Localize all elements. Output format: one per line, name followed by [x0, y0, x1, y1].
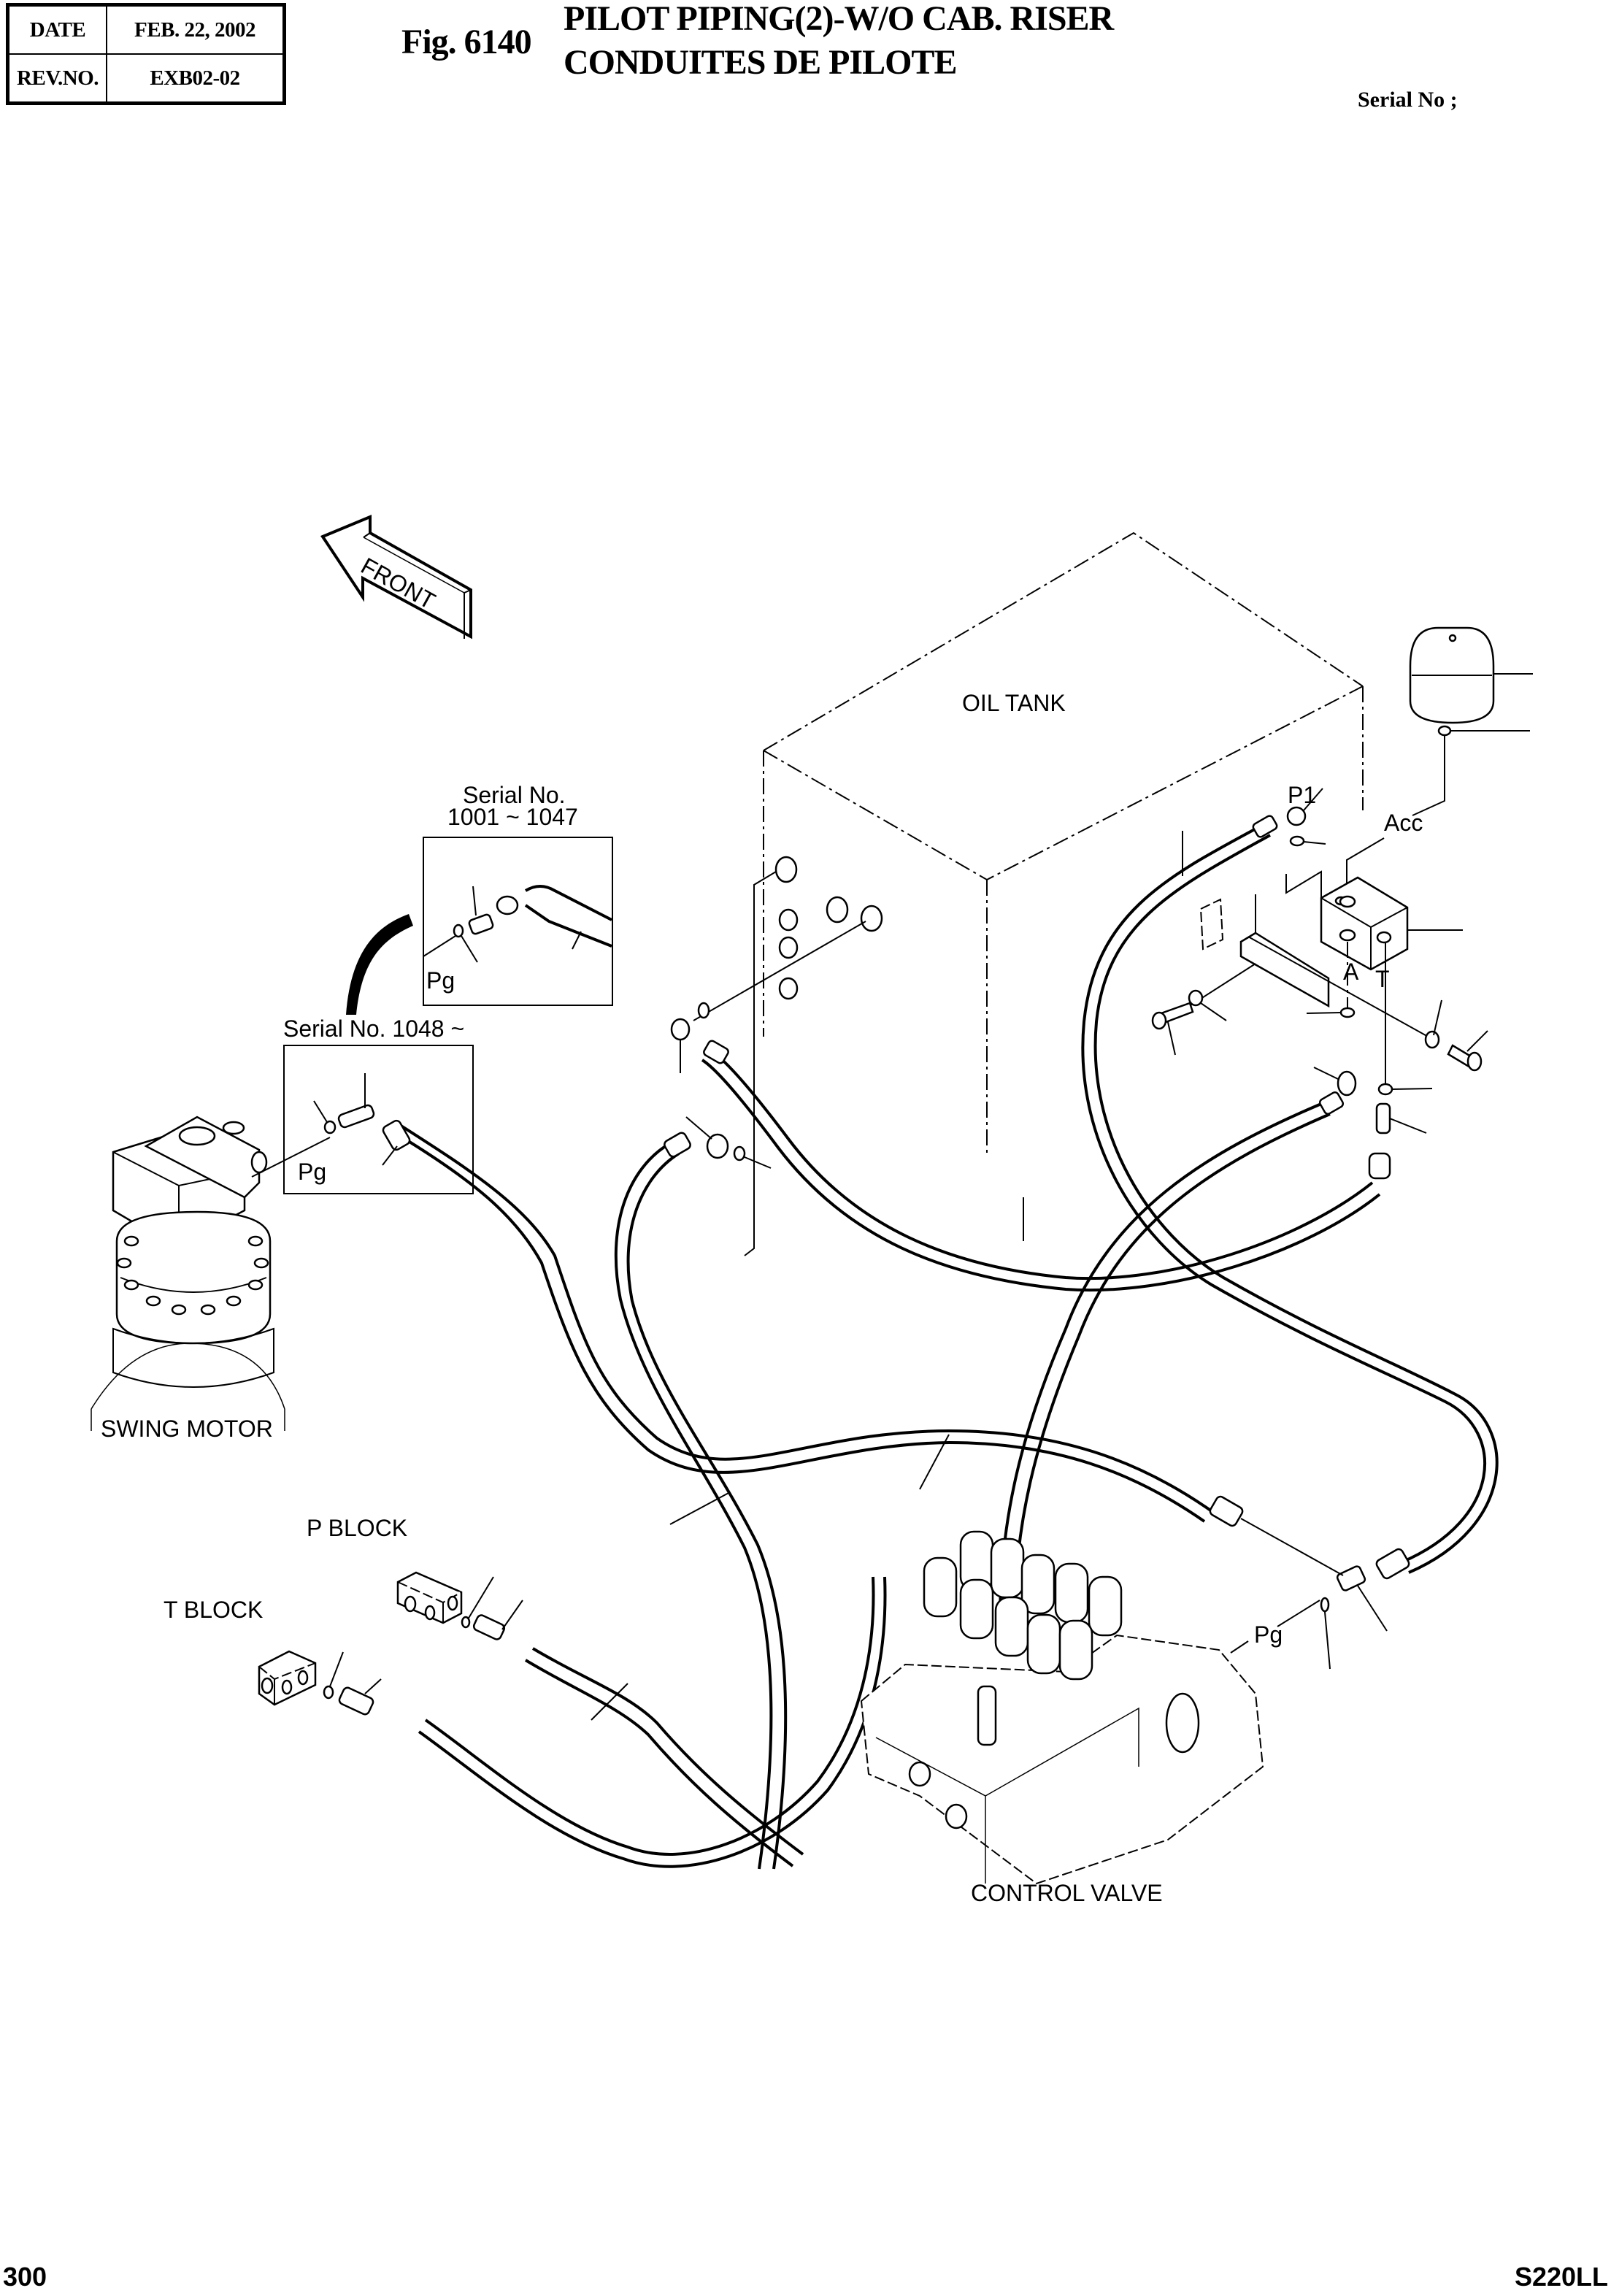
- serial-number-label: Serial No ;: [1358, 88, 1458, 112]
- accumulator: Acc: [1346, 626, 1533, 898]
- page-number: 300: [3, 2262, 47, 2292]
- title-english: PILOT PIPING(2)-W/O CAB. RISER: [564, 0, 1114, 38]
- p1-port-label: P1: [1288, 782, 1316, 808]
- swing-motor: SWING MOTOR: [91, 1116, 331, 1442]
- p-block-label: P BLOCK: [307, 1515, 407, 1541]
- control-valve: CONTROL VALVE Pg: [860, 1495, 1410, 1906]
- revision-label: REV.NO.: [7, 53, 107, 104]
- swing-motor-label: SWING MOTOR: [101, 1416, 273, 1442]
- title-french: CONDUITES DE PILOTE: [564, 43, 957, 82]
- tank-fittings: [664, 788, 1391, 1180]
- control-valve-label: CONTROL VALVE: [971, 1880, 1163, 1906]
- inset-1-title-line1: Serial No.: [463, 782, 566, 808]
- oil-tank-label: OIL TANK: [962, 690, 1066, 716]
- p-block: P BLOCK: [307, 1515, 523, 1640]
- t-block-label: T BLOCK: [164, 1597, 263, 1623]
- pilot-valve-block: P1 A T: [1285, 782, 1463, 1134]
- inset-transition-arrow: [346, 914, 413, 1015]
- date-value: FEB. 22, 2002: [106, 4, 285, 55]
- inset-serial-1001-1047: Serial No. 1001 ~ 1047 Pg: [423, 782, 613, 1006]
- mounting-bracket: [1151, 894, 1488, 1072]
- inset-2-title-line1: Serial No. 1048 ~: [283, 1015, 464, 1042]
- revision-table: DATE FEB. 22, 2002 REV.NO. EXB02-02: [6, 3, 286, 105]
- t-port-label: T: [1375, 966, 1390, 992]
- pilot-hoses: [393, 823, 1499, 1870]
- machine-model: S220LL: [1514, 2262, 1608, 2292]
- swing-motor-bolts: [116, 1235, 269, 1316]
- tank-ports: [774, 856, 883, 1000]
- date-label: DATE: [7, 4, 107, 55]
- revision-row: REV.NO. EXB02-02: [7, 53, 285, 104]
- t-block: T BLOCK: [164, 1597, 382, 1716]
- inset-1-title-line2: 1001 ~ 1047: [447, 804, 578, 830]
- acc-port-label: Acc: [1384, 810, 1423, 836]
- a-port-label: A: [1343, 959, 1359, 985]
- figure-number: Fig. 6140: [401, 23, 532, 61]
- date-row: DATE FEB. 22, 2002: [7, 4, 285, 55]
- revision-value: EXB02-02: [106, 53, 285, 104]
- control-valve-spools: [923, 1530, 1123, 1746]
- inset-1-pg-label: Pg: [426, 967, 455, 994]
- front-direction-arrow: FRONT: [320, 515, 472, 640]
- inset-2-pg-label: Pg: [298, 1159, 326, 1185]
- front-label: FRONT: [357, 553, 440, 615]
- inset-serial-1048: Serial No. 1048 ~ Pg: [283, 1015, 474, 1194]
- oil-tank: OIL TANK: [693, 531, 1364, 1256]
